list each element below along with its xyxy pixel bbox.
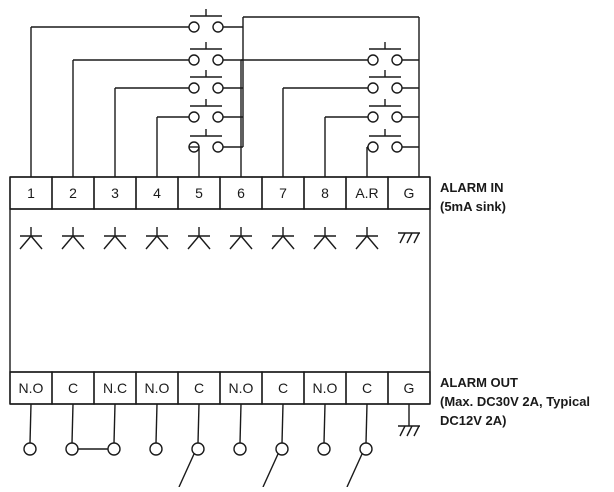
push-button-switch-icon bbox=[188, 98, 224, 123]
open-collector-input-icon bbox=[271, 226, 295, 250]
push-button-switch-icon bbox=[188, 128, 224, 153]
alarm-out-terminal-label: N.O bbox=[19, 380, 44, 396]
alarm-in-terminal-label: G bbox=[404, 185, 415, 201]
alarm-in-title: ALARM IN bbox=[440, 180, 504, 195]
contact-terminal-icon bbox=[359, 442, 373, 456]
push-button-switch-icon bbox=[188, 41, 224, 66]
open-collector-input-icon bbox=[187, 226, 211, 250]
open-collector-input-icon bbox=[355, 226, 379, 250]
alarm-in-terminal-label: 6 bbox=[237, 185, 245, 201]
alarm-out-lead bbox=[71, 403, 74, 444]
alarm-out-cable bbox=[178, 453, 195, 488]
alarm-out-terminal-label: C bbox=[278, 380, 288, 396]
ground-icon bbox=[397, 425, 421, 437]
push-button-switch-icon bbox=[367, 69, 403, 94]
alarm-in-terminal-label: 4 bbox=[153, 185, 161, 201]
contact-terminal-icon bbox=[233, 442, 247, 456]
alarm-out-terminal-label: C bbox=[68, 380, 78, 396]
alarm-out-terminal-label: C bbox=[194, 380, 204, 396]
open-collector-input-icon bbox=[229, 226, 253, 250]
alarm-in-terminal-label: 7 bbox=[279, 185, 287, 201]
alarm-out-spec-line2: DC12V 2A) bbox=[440, 413, 507, 428]
open-collector-input-icon bbox=[61, 226, 85, 250]
alarm-out-lead bbox=[323, 403, 326, 444]
open-collector-input-icon bbox=[145, 226, 169, 250]
alarm-out-terminal-label: N.O bbox=[313, 380, 338, 396]
push-button-switch-icon bbox=[188, 69, 224, 94]
contact-terminal-icon bbox=[275, 442, 289, 456]
alarm-in-terminal-label: A.R bbox=[355, 185, 378, 201]
alarm-in-terminal-label: 5 bbox=[195, 185, 203, 201]
alarm-out-lead bbox=[29, 403, 32, 444]
alarm-out-title: ALARM OUT bbox=[440, 375, 518, 390]
alarm-in-terminal-label: 1 bbox=[27, 185, 35, 201]
alarm-out-terminal-label: C bbox=[362, 380, 372, 396]
alarm-out-spec-line1: (Max. DC30V 2A, Typical bbox=[440, 394, 591, 409]
open-collector-input-icon bbox=[19, 226, 43, 250]
push-button-switch-icon bbox=[367, 98, 403, 123]
contact-terminal-icon bbox=[191, 442, 205, 456]
alarm-out-lead bbox=[239, 403, 242, 444]
alarm-in-caption: ALARM IN (5mA sink) bbox=[440, 178, 506, 216]
open-collector-input-icon bbox=[313, 226, 337, 250]
contact-terminal-icon bbox=[23, 442, 37, 456]
alarm-out-terminal-label: G bbox=[404, 380, 415, 396]
alarm-out-cable bbox=[346, 453, 363, 488]
contact-terminal-icon bbox=[149, 442, 163, 456]
alarm-in-subtitle: (5mA sink) bbox=[440, 199, 506, 214]
alarm-in-terminal-label: 2 bbox=[69, 185, 77, 201]
push-button-switch-icon bbox=[188, 8, 224, 33]
alarm-in-terminal-label: 8 bbox=[321, 185, 329, 201]
alarm-out-lead bbox=[365, 403, 368, 444]
alarm-out-caption: ALARM OUT (Max. DC30V 2A, Typical DC12V … bbox=[440, 373, 590, 430]
alarm-out-terminal-label: N.O bbox=[229, 380, 254, 396]
contact-terminal-icon bbox=[317, 442, 331, 456]
alarm-in-terminal-label: 3 bbox=[111, 185, 119, 201]
push-button-switch-icon bbox=[367, 41, 403, 66]
ground-icon bbox=[397, 232, 421, 244]
alarm-in-terminal-cell bbox=[387, 176, 431, 210]
terminal-block-outline bbox=[9, 176, 431, 405]
alarm-out-terminal-label: N.O bbox=[145, 380, 170, 396]
push-button-switch-icon bbox=[367, 128, 403, 153]
alarm-out-terminal-label: N.C bbox=[103, 380, 127, 396]
alarm-out-cable bbox=[262, 453, 279, 488]
alarm-out-lead bbox=[113, 403, 116, 444]
alarm-out-lead bbox=[197, 403, 200, 444]
alarm-out-lead bbox=[281, 403, 284, 444]
alarm-out-lead bbox=[155, 403, 158, 444]
open-collector-input-icon bbox=[103, 226, 127, 250]
contact-terminal-icon bbox=[65, 442, 79, 456]
contact-terminal-icon bbox=[107, 442, 121, 456]
